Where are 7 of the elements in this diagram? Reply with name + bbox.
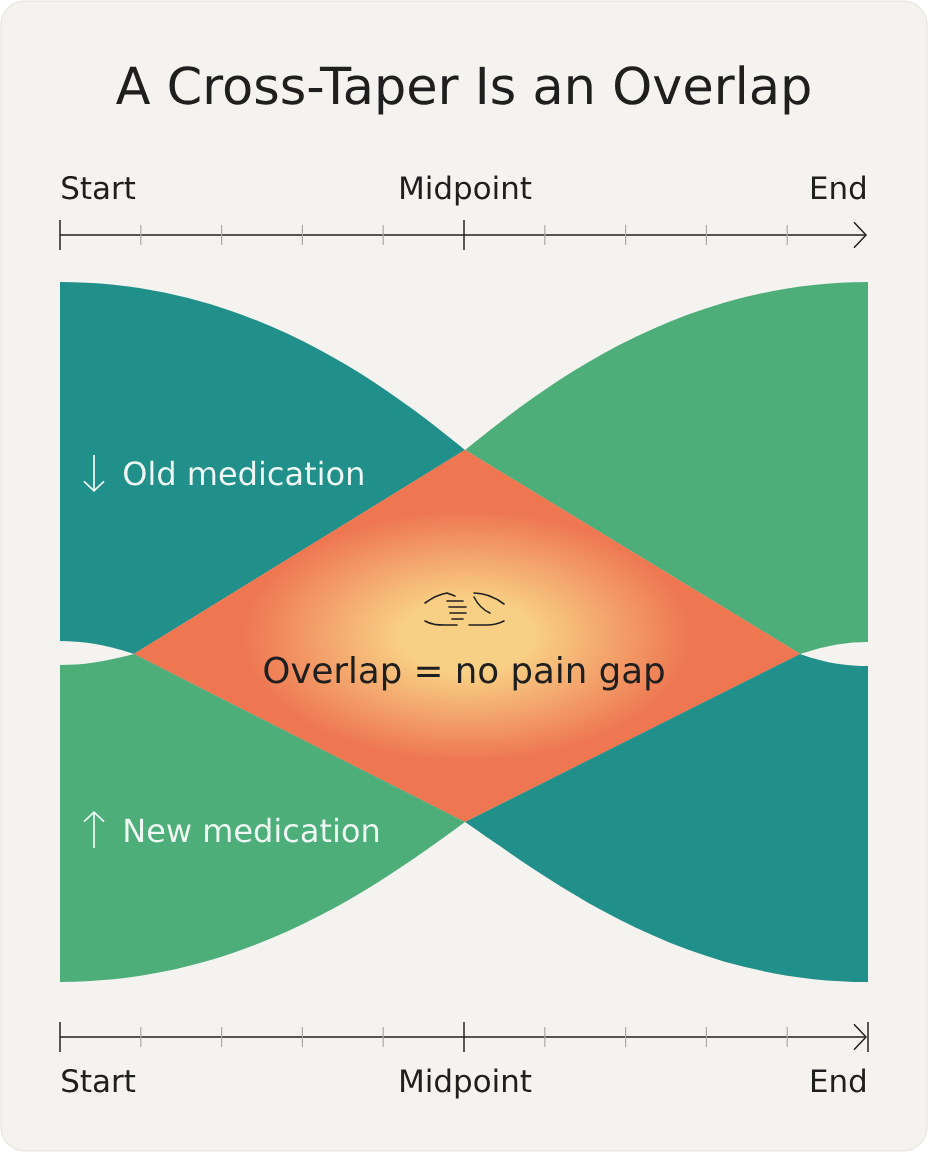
- axis-label: Midpoint: [401, 175, 532, 206]
- axis-label: Start: [62, 176, 136, 200]
- axis-label: Midpoint: [401, 1068, 532, 1099]
- title: A Cross-Taper Is an Overlap: [116, 65, 810, 115]
- axis-label: End: [812, 1068, 865, 1093]
- axis-label: End: [812, 175, 865, 200]
- axis-label: Start: [62, 1069, 136, 1093]
